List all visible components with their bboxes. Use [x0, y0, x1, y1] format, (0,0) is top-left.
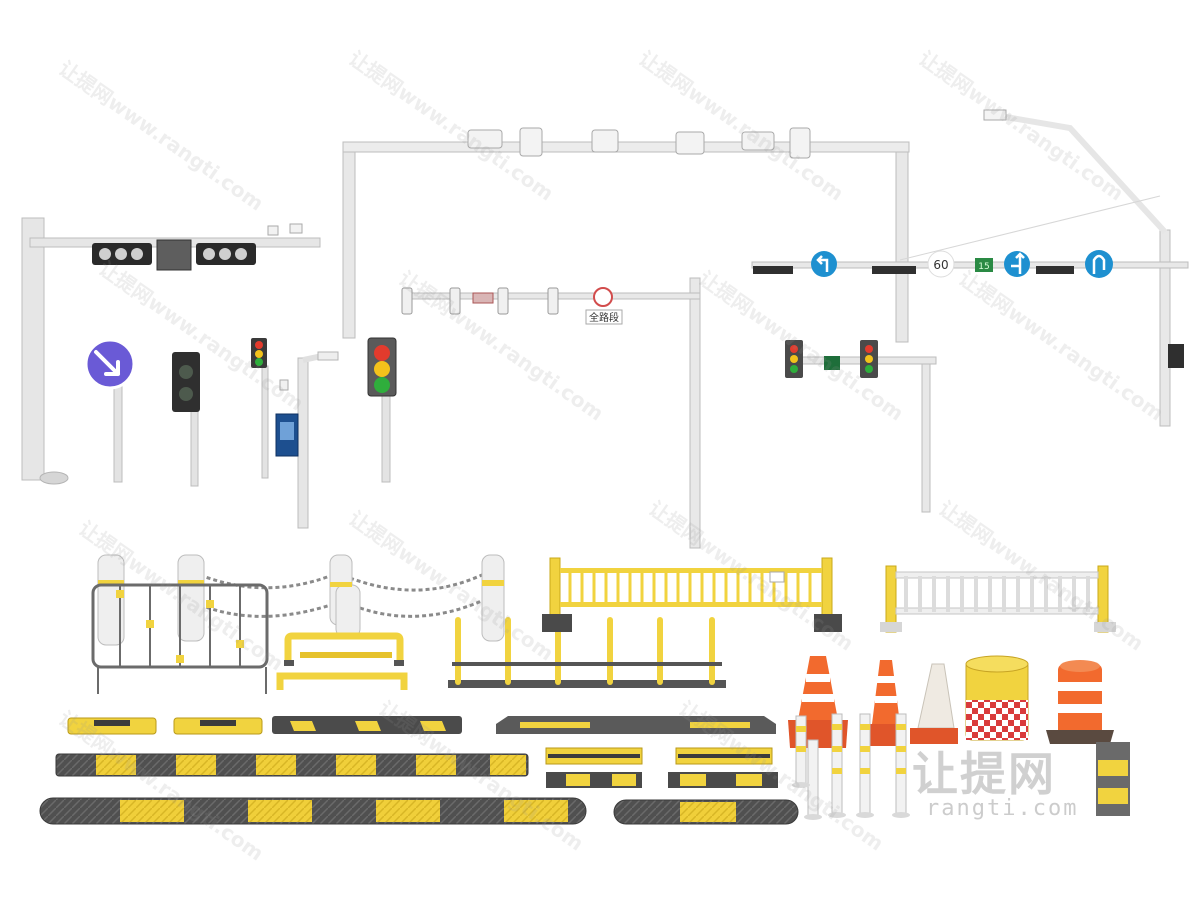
speed-limit-value: 60: [933, 258, 948, 272]
logo-en: rangti.com: [926, 796, 1079, 821]
bicycle-rack: [448, 617, 726, 688]
camera-gantry: [342, 127, 910, 343]
wheel-stops: [67, 716, 778, 788]
speed-bump-rubber: [55, 753, 529, 777]
signal-gantry-mid: 全路段: [401, 277, 701, 549]
traffic-cones: [788, 656, 958, 748]
small-traffic-light: [251, 338, 269, 479]
keep-right-sign: [84, 338, 136, 483]
street-lamp-with-board: [275, 351, 339, 529]
crash-barrel-checkered: [965, 655, 1029, 741]
speed-bump-long: [39, 797, 587, 825]
delineator-posts: [792, 713, 910, 820]
timer-display-value: 15: [978, 262, 989, 272]
turn-left-arrow-icon: [816, 255, 829, 272]
mobile-crowd-barrier: [91, 583, 269, 694]
white-fence: [880, 565, 1116, 633]
keep-right-arrow-icon: [94, 350, 120, 376]
yellow-fence: [542, 557, 842, 632]
site-logo: 让提网 rangti.com: [912, 738, 1102, 828]
left-straight-arrow-icon: [1011, 252, 1025, 274]
right-l-signal-pole: [785, 340, 937, 513]
logo-cn: 让提网: [912, 747, 1056, 801]
u-turn-arrow-icon: [1092, 254, 1106, 274]
crash-barrel-orange: [1046, 660, 1114, 744]
direction-sign-gantry: 60 15: [751, 109, 1189, 427]
left-signal-pole: [21, 217, 321, 485]
water-barrier-chain: [97, 554, 505, 646]
pedestrian-signal: [172, 352, 200, 487]
gantry-board-text: 全路段: [589, 311, 619, 324]
water-filled-barrier: [1096, 742, 1130, 816]
yellow-u-guard: [276, 632, 408, 690]
speed-bump-short: [613, 799, 799, 825]
large-traffic-light: [367, 337, 397, 483]
